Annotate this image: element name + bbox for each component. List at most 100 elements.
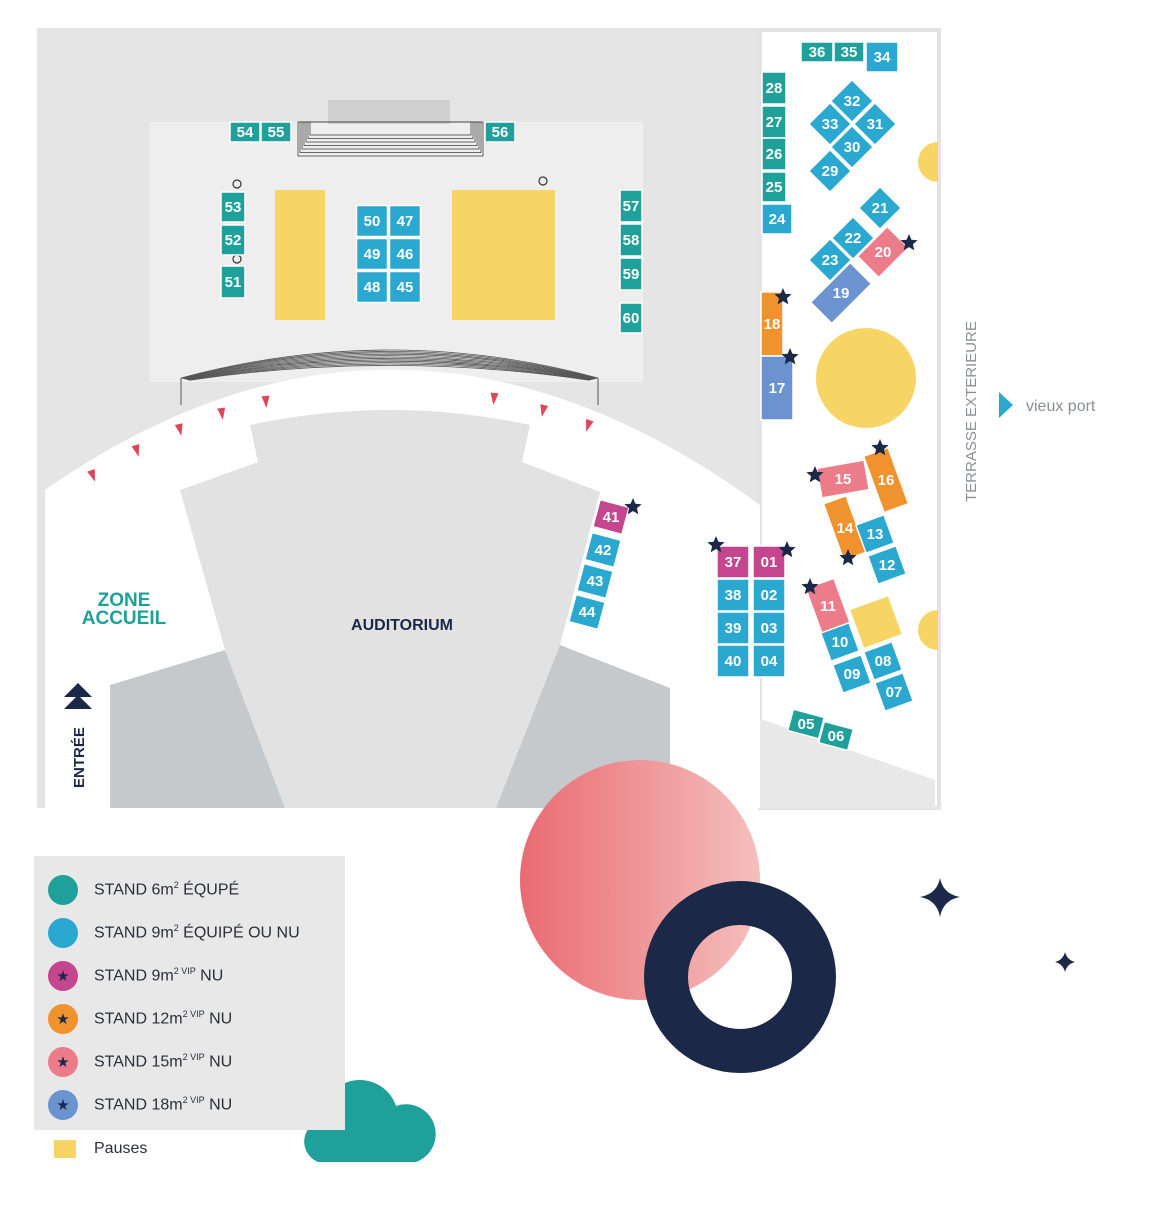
stand-33[interactable]: 33 bbox=[807, 101, 853, 147]
stand-32[interactable]: 32 bbox=[829, 78, 875, 124]
stand-number: 52 bbox=[225, 232, 242, 249]
stand-number: 38 bbox=[725, 587, 742, 604]
legend-item: ★STAND 18m2 VIP NU bbox=[48, 1089, 232, 1121]
stand-60[interactable]: 60 bbox=[619, 302, 643, 334]
stand-53[interactable]: 53 bbox=[220, 191, 246, 223]
stand-43[interactable]: 43 bbox=[575, 562, 615, 600]
stand-40[interactable]: 40 bbox=[716, 644, 750, 678]
stand-05[interactable]: 05 bbox=[786, 708, 826, 740]
stand-number: 19 bbox=[833, 285, 850, 302]
stand-46[interactable]: 46 bbox=[388, 237, 422, 271]
stand-22[interactable]: 22 bbox=[830, 215, 876, 261]
stand-03[interactable]: 03 bbox=[752, 611, 786, 645]
legend-label: STAND 9m2 ÉQUIPÉ OU NU bbox=[94, 923, 300, 942]
stand-number: 06 bbox=[828, 728, 845, 745]
stand-number: 22 bbox=[845, 230, 862, 247]
legend-label: STAND 15m2 VIP NU bbox=[94, 1052, 232, 1071]
arrow-icon bbox=[586, 419, 594, 432]
stand-49[interactable]: 49 bbox=[355, 237, 389, 271]
stand-number: 39 bbox=[725, 620, 742, 637]
stand-28[interactable]: 28 bbox=[761, 71, 787, 105]
legend-sup: 2 VIP bbox=[173, 966, 196, 977]
stand-17[interactable]: 17 bbox=[760, 355, 794, 421]
stand-21[interactable]: 21 bbox=[857, 185, 903, 231]
auditorium-side-left bbox=[110, 650, 285, 808]
legend-suffix: NU bbox=[204, 1096, 233, 1114]
stand-number: 30 bbox=[844, 139, 861, 156]
stand-01[interactable]: 01 bbox=[752, 545, 786, 579]
stand-31[interactable]: 31 bbox=[852, 101, 898, 147]
stand-number: 31 bbox=[867, 116, 884, 133]
arrow-icon bbox=[87, 468, 96, 482]
stand-48[interactable]: 48 bbox=[355, 270, 389, 304]
stand-number: 13 bbox=[867, 526, 884, 543]
vip-star-icon bbox=[871, 439, 889, 456]
color-swatch bbox=[48, 918, 78, 948]
stand-24[interactable]: 24 bbox=[761, 203, 793, 235]
stand-30[interactable]: 30 bbox=[829, 124, 875, 170]
legend-label: STAND 9m2 VIP NU bbox=[94, 966, 223, 985]
stand-23[interactable]: 23 bbox=[807, 237, 853, 283]
stand-number: 12 bbox=[879, 557, 896, 574]
stand-10[interactable]: 10 bbox=[819, 621, 861, 663]
stand-04[interactable]: 04 bbox=[752, 644, 786, 678]
pauses-swatch bbox=[54, 1140, 76, 1158]
stand-37[interactable]: 37 bbox=[716, 545, 750, 579]
stand-45[interactable]: 45 bbox=[388, 270, 422, 304]
stand-59[interactable]: 59 bbox=[619, 257, 643, 291]
stand-36[interactable]: 36 bbox=[800, 41, 834, 63]
stand-38[interactable]: 38 bbox=[716, 578, 750, 612]
stand-06[interactable]: 06 bbox=[817, 720, 855, 752]
star-icon: ★ bbox=[48, 1004, 78, 1034]
stand-number: 07 bbox=[886, 684, 903, 701]
stand-25[interactable]: 25 bbox=[761, 171, 787, 203]
legend-suffix: NU bbox=[204, 1010, 233, 1028]
stand-number: 54 bbox=[237, 124, 254, 141]
stand-12[interactable]: 12 bbox=[866, 544, 908, 586]
stand-19[interactable]: 19 bbox=[809, 261, 873, 325]
pauses-label: Pauses bbox=[94, 1140, 148, 1157]
vip-star-icon bbox=[801, 578, 819, 595]
stand-18[interactable]: 18 bbox=[760, 291, 784, 357]
vieux-port-label: vieux port bbox=[1026, 398, 1096, 415]
stand-26[interactable]: 26 bbox=[761, 137, 787, 171]
stand-51[interactable]: 51 bbox=[220, 265, 246, 299]
stage bbox=[328, 100, 450, 124]
stand-39[interactable]: 39 bbox=[716, 611, 750, 645]
legend-suffix: NU bbox=[204, 1053, 233, 1071]
stand-52[interactable]: 52 bbox=[220, 224, 246, 256]
stand-57[interactable]: 57 bbox=[619, 189, 643, 223]
stand-47[interactable]: 47 bbox=[388, 204, 422, 238]
stand-55[interactable]: 55 bbox=[260, 121, 292, 143]
stand-13[interactable]: 13 bbox=[854, 513, 896, 555]
stand-54[interactable]: 54 bbox=[229, 121, 261, 143]
stand-42[interactable]: 42 bbox=[583, 531, 623, 569]
stand-02[interactable]: 02 bbox=[752, 578, 786, 612]
legend-item: ★STAND 9m2 VIP NU bbox=[48, 960, 223, 992]
stand-09[interactable]: 09 bbox=[831, 653, 873, 695]
stand-20[interactable]: 20 bbox=[856, 225, 910, 279]
stand-41[interactable]: 41 bbox=[591, 498, 631, 536]
zone-accueil-label: ZONE bbox=[98, 590, 151, 611]
stand-35[interactable]: 35 bbox=[833, 41, 865, 63]
stand-29[interactable]: 29 bbox=[807, 148, 853, 194]
vip-star-icon bbox=[707, 536, 725, 553]
stand-number: 48 bbox=[364, 279, 381, 296]
pause-area bbox=[452, 190, 555, 320]
stand-44[interactable]: 44 bbox=[567, 593, 607, 631]
stand-number: 40 bbox=[725, 653, 742, 670]
vip-star-icon bbox=[774, 288, 792, 305]
legend-sup: 2 bbox=[173, 880, 179, 891]
stand-50[interactable]: 50 bbox=[355, 204, 389, 238]
vip-star-icon bbox=[900, 234, 918, 251]
stand-08[interactable]: 08 bbox=[862, 640, 904, 682]
stand-number: 36 bbox=[809, 44, 826, 61]
legend-label: STAND 6m2 ÉQUPÉ bbox=[94, 880, 239, 899]
stand-15[interactable]: 15 bbox=[815, 459, 871, 499]
stand-56[interactable]: 56 bbox=[484, 121, 516, 143]
stand-34[interactable]: 34 bbox=[865, 41, 899, 73]
stand-07[interactable]: 07 bbox=[873, 671, 915, 713]
stand-number: 09 bbox=[844, 666, 861, 683]
stand-58[interactable]: 58 bbox=[619, 223, 643, 257]
stand-27[interactable]: 27 bbox=[761, 105, 787, 139]
